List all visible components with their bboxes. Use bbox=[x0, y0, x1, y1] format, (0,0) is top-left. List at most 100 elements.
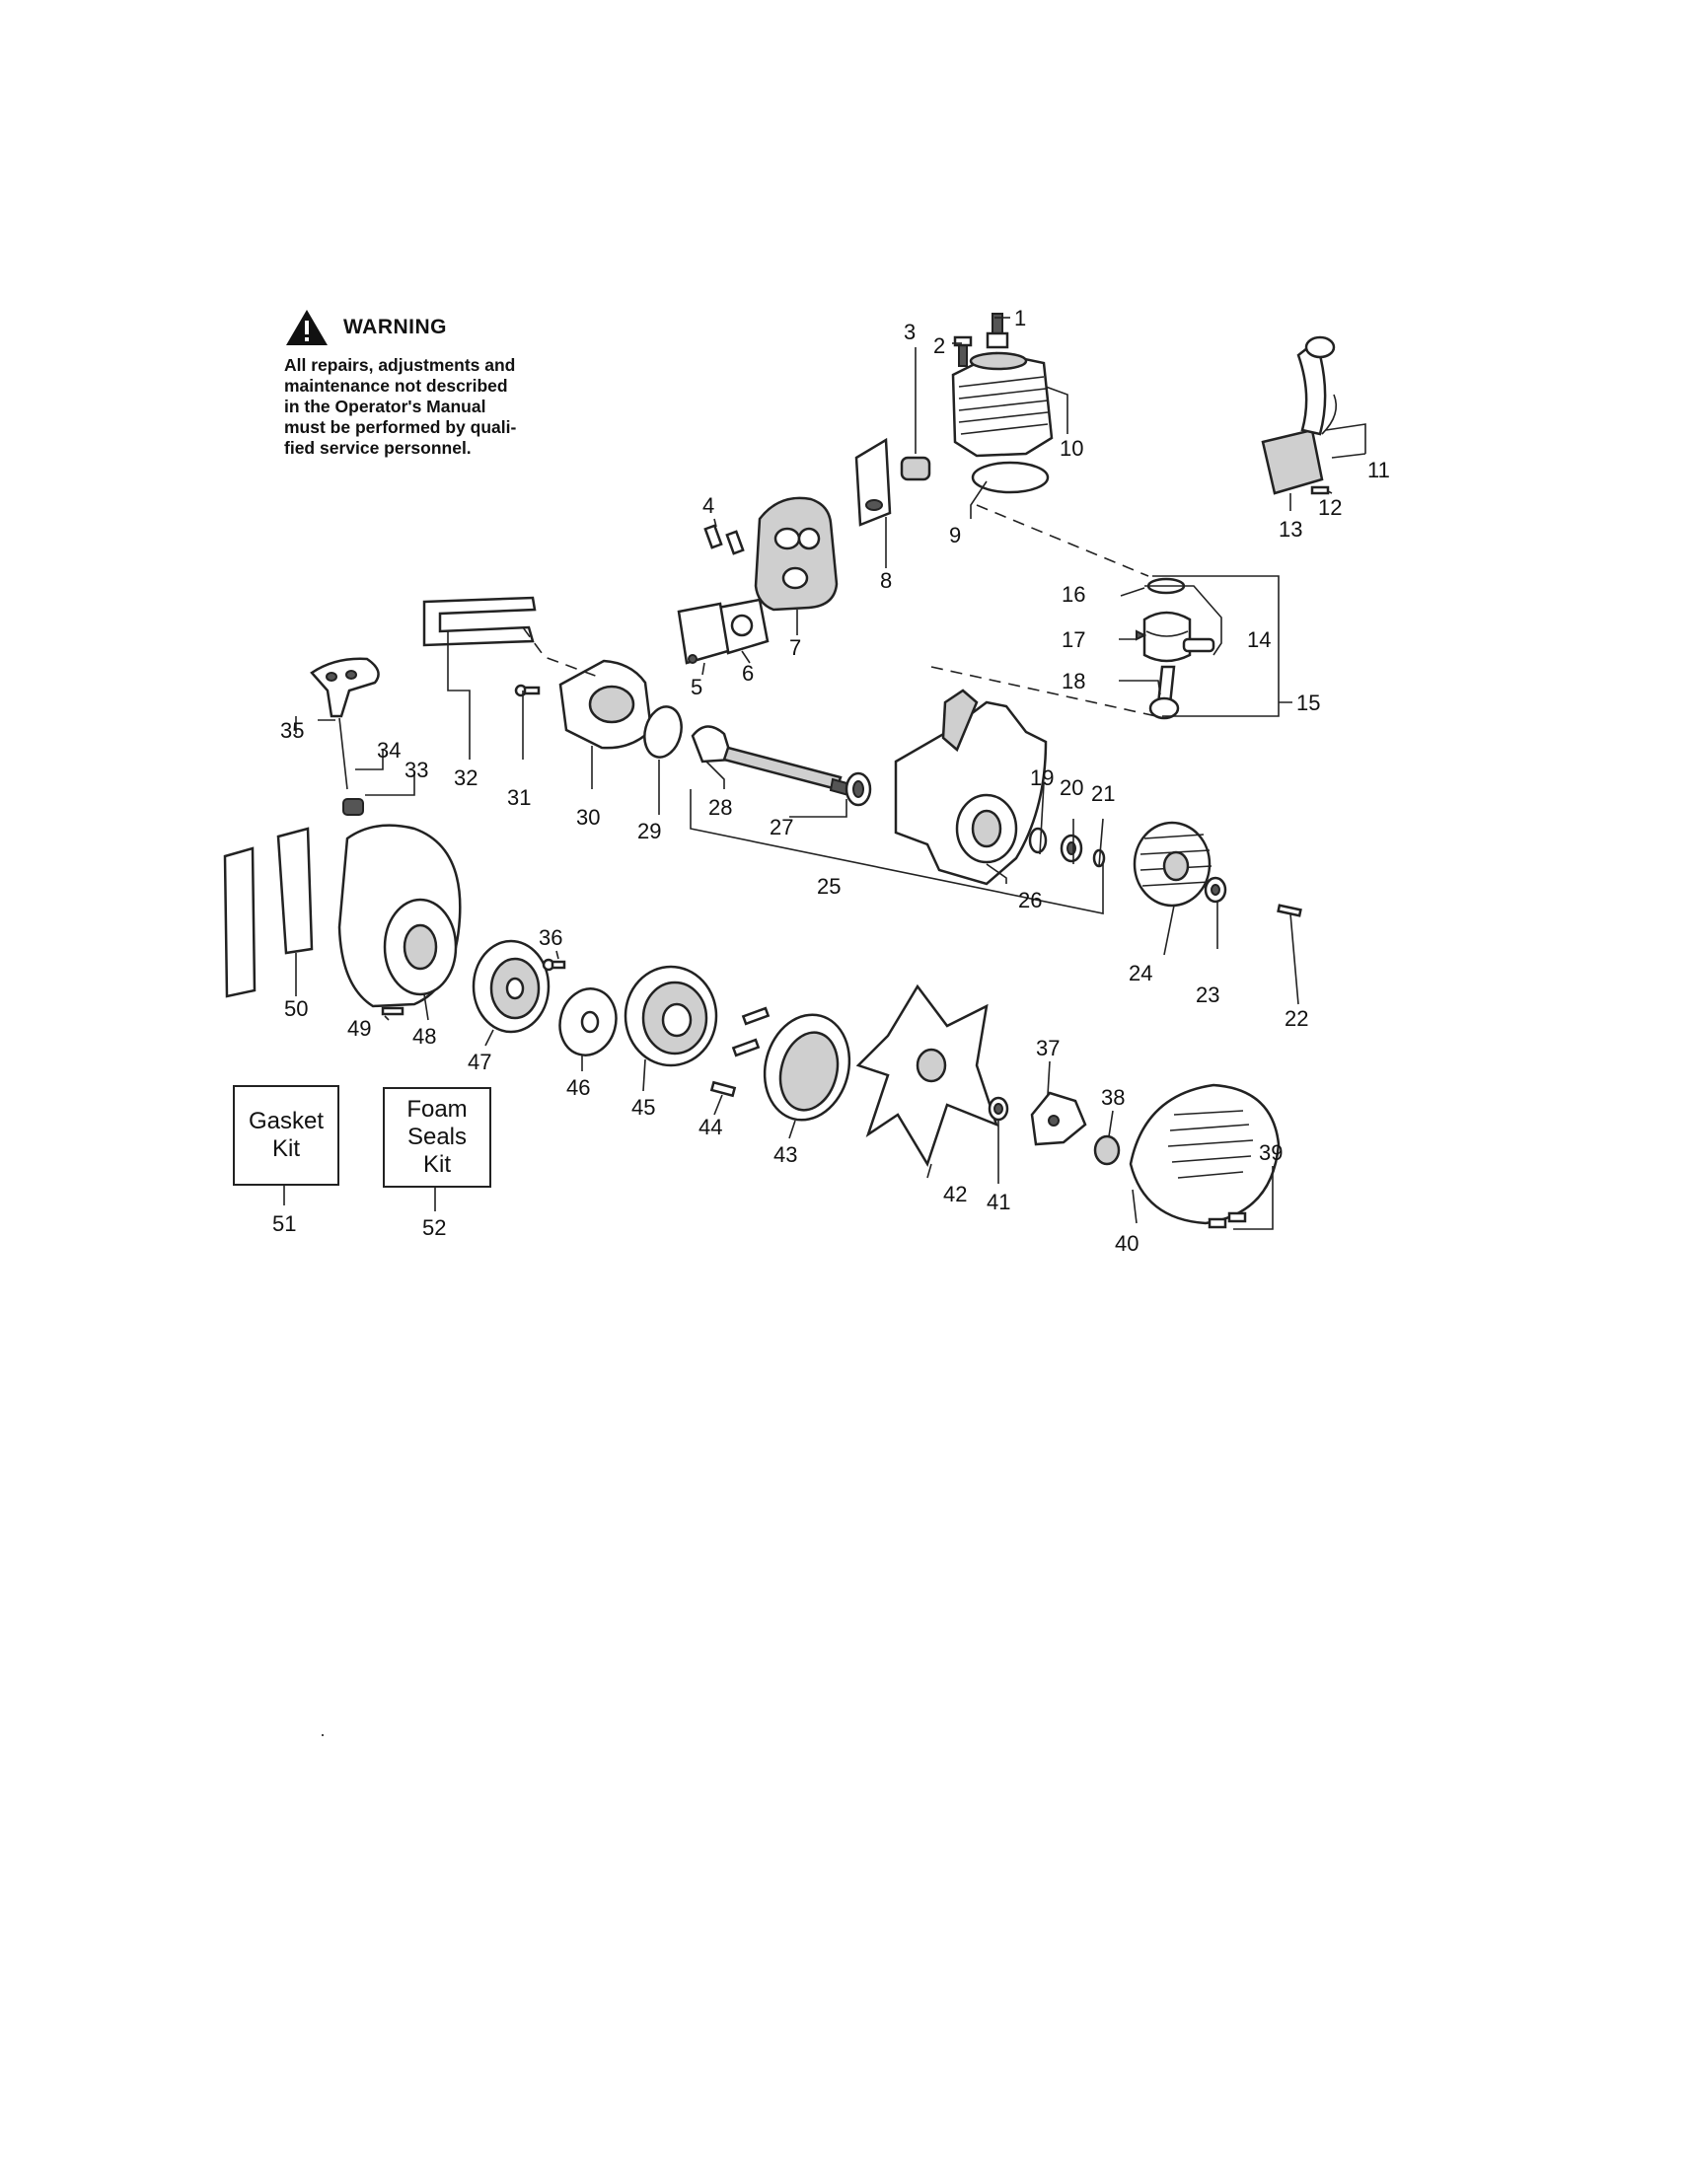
label-7: 7 bbox=[789, 635, 801, 660]
foam-kit-line1: Foam bbox=[406, 1096, 468, 1123]
label-4: 4 bbox=[702, 493, 714, 518]
label-11: 11 bbox=[1367, 458, 1390, 482]
label-41: 41 bbox=[987, 1190, 1010, 1214]
part-35-handle bbox=[310, 657, 380, 718]
part-18-connecting-rod bbox=[1148, 665, 1180, 720]
part-12-screw bbox=[1310, 485, 1330, 495]
part-46-washer bbox=[558, 987, 618, 1056]
label-26: 26 bbox=[1018, 888, 1042, 912]
part-19-seal bbox=[1028, 827, 1048, 854]
warning-line: must be performed by quali- bbox=[284, 417, 517, 437]
label-21: 21 bbox=[1091, 781, 1115, 806]
label-30: 30 bbox=[576, 805, 600, 830]
part-1-spark-plug bbox=[986, 313, 1009, 349]
part-5-baffle bbox=[677, 602, 730, 665]
gasket-kit-box: Gasket Kit bbox=[233, 1085, 339, 1186]
label-43: 43 bbox=[773, 1142, 797, 1167]
label-48: 48 bbox=[412, 1024, 436, 1049]
part-26-crankcase bbox=[894, 689, 1048, 886]
part-24-flywheel bbox=[1133, 821, 1212, 908]
part-17-clip bbox=[1136, 629, 1147, 641]
warning-line: All repairs, adjustments and bbox=[284, 355, 516, 375]
warning-line: fied service personnel. bbox=[284, 438, 472, 458]
label-14: 14 bbox=[1247, 627, 1271, 652]
label-17: 17 bbox=[1062, 627, 1085, 652]
label-2: 2 bbox=[933, 333, 945, 358]
part-48-fan-housing bbox=[337, 824, 462, 1008]
part-8-shield bbox=[854, 437, 892, 527]
label-52: 52 bbox=[422, 1215, 447, 1240]
label-16: 16 bbox=[1062, 582, 1085, 607]
label-19: 19 bbox=[1030, 765, 1054, 790]
label-8: 8 bbox=[880, 568, 892, 593]
part-37-bracket bbox=[1030, 1091, 1087, 1146]
part-36-screw bbox=[542, 958, 566, 972]
label-44: 44 bbox=[698, 1115, 722, 1139]
part-31-screw bbox=[514, 684, 541, 697]
part-29-o-ring bbox=[643, 705, 683, 759]
part-40-cover bbox=[1129, 1083, 1281, 1225]
foam-seals-kit-box: Foam Seals Kit bbox=[383, 1087, 491, 1188]
label-9: 9 bbox=[949, 523, 961, 547]
warning-title: WARNING bbox=[343, 316, 447, 338]
part-50-foam-seals bbox=[223, 827, 314, 998]
part-43-spring-cover bbox=[763, 1013, 851, 1122]
part-20-bearing bbox=[1060, 834, 1083, 863]
part-23-washer bbox=[1204, 876, 1227, 904]
label-38: 38 bbox=[1101, 1085, 1125, 1110]
label-27: 27 bbox=[770, 815, 793, 839]
label-36: 36 bbox=[539, 925, 562, 950]
part-33-grommet bbox=[342, 798, 364, 816]
part-11-wire bbox=[1321, 394, 1338, 435]
label-28: 28 bbox=[708, 795, 732, 820]
part-28-crankshaft bbox=[691, 725, 852, 797]
label-25: 25 bbox=[817, 874, 841, 899]
part-3-plug bbox=[900, 456, 931, 481]
warning-notice: WARNING All repairs, adjustments and mai… bbox=[284, 308, 580, 459]
label-13: 13 bbox=[1279, 517, 1302, 542]
part-number-labels: 1 2 3 4 5 6 7 8 9 10 11 12 13 14 15 16 1… bbox=[280, 306, 1390, 1256]
label-22: 22 bbox=[1285, 1006, 1308, 1031]
part-9-gasket bbox=[971, 461, 1050, 494]
label-5: 5 bbox=[691, 675, 702, 699]
label-6: 6 bbox=[742, 661, 754, 686]
part-44-screws bbox=[709, 1006, 771, 1098]
part-32-gasket bbox=[422, 596, 537, 647]
part-13-ignition-module bbox=[1261, 335, 1336, 495]
label-49: 49 bbox=[347, 1016, 371, 1041]
label-40: 40 bbox=[1115, 1231, 1139, 1256]
warning-line: in the Operator's Manual bbox=[284, 397, 486, 416]
part-47-pulley bbox=[472, 939, 551, 1034]
label-23: 23 bbox=[1196, 983, 1219, 1007]
label-15: 15 bbox=[1296, 691, 1320, 715]
leader-lines bbox=[283, 317, 1366, 1230]
warning-text: All repairs, adjustments and maintenance… bbox=[284, 355, 580, 459]
part-42-impeller bbox=[855, 983, 999, 1167]
label-1: 1 bbox=[1014, 306, 1026, 330]
foam-kit-line3: Kit bbox=[422, 1151, 451, 1178]
part-piston bbox=[1142, 611, 1215, 663]
part-4-screws bbox=[703, 524, 745, 555]
part-45-starter-assembly bbox=[624, 965, 718, 1067]
label-3: 3 bbox=[904, 320, 916, 344]
alignment-lines bbox=[522, 504, 1157, 717]
label-51: 51 bbox=[272, 1211, 297, 1236]
part-2-bolt bbox=[953, 335, 973, 367]
foam-kit-line2: Seals bbox=[406, 1124, 468, 1150]
label-35: 35 bbox=[280, 718, 304, 743]
warning-line: maintenance not described bbox=[284, 376, 508, 396]
gasket-kit-line1: Gasket bbox=[248, 1108, 325, 1134]
part-39-screws bbox=[1208, 1211, 1247, 1229]
gasket-kit-line2: Kit bbox=[271, 1135, 300, 1162]
label-39: 39 bbox=[1259, 1140, 1283, 1165]
label-46: 46 bbox=[566, 1075, 590, 1100]
part-10-cylinder bbox=[951, 351, 1054, 458]
part-22-key bbox=[1277, 904, 1302, 917]
label-47: 47 bbox=[468, 1050, 491, 1074]
label-37: 37 bbox=[1036, 1036, 1060, 1060]
label-29: 29 bbox=[637, 819, 661, 843]
label-24: 24 bbox=[1129, 961, 1152, 985]
part-27-bearing bbox=[845, 771, 872, 807]
label-12: 12 bbox=[1318, 495, 1342, 520]
